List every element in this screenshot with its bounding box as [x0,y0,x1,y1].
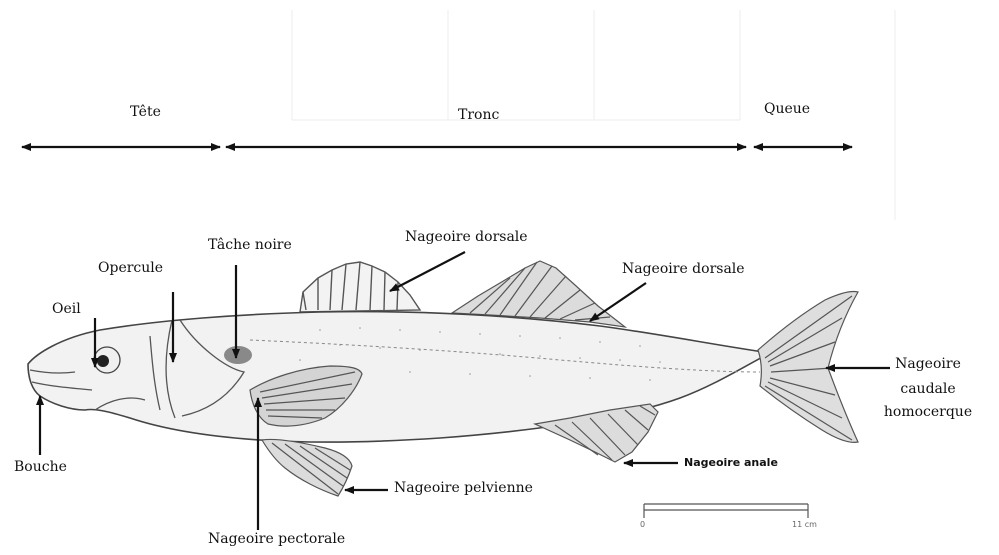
label-nageoire-dorsale-2: Nageoire dorsale [622,261,745,277]
label-nageoire-pelvienne: Nageoire pelvienne [394,480,533,496]
scale-label-start: 0 [640,520,645,529]
label-tache-noire: Tâche noire [208,237,292,253]
label-caudale-line3: homocerque [872,404,984,420]
label-caudale-line1: Nageoire [876,356,980,372]
section-label-queue: Queue [764,101,810,117]
fish-eye [94,347,120,373]
pelvic-fin [262,439,352,496]
label-oeil: Oeil [52,301,81,317]
scale-label-end: 11 cm [792,520,817,529]
label-bouche: Bouche [14,459,67,475]
label-nageoire-dorsale-1: Nageoire dorsale [405,229,528,245]
first-dorsal-fin [300,262,420,312]
scale-bar [644,504,808,518]
label-caudale-line2: caudale [876,381,980,397]
arrow-dorsale-2 [590,283,646,321]
fish-body [28,312,770,443]
arrow-dorsale-1 [390,252,465,291]
section-label-tronc: Tronc [458,107,499,123]
section-label-tete: Tête [130,104,161,120]
black-spot [224,346,252,364]
label-opercule: Opercule [98,260,163,276]
label-nageoire-anale: Nageoire anale [684,456,778,469]
label-nageoire-pectorale: Nageoire pectorale [208,531,345,547]
